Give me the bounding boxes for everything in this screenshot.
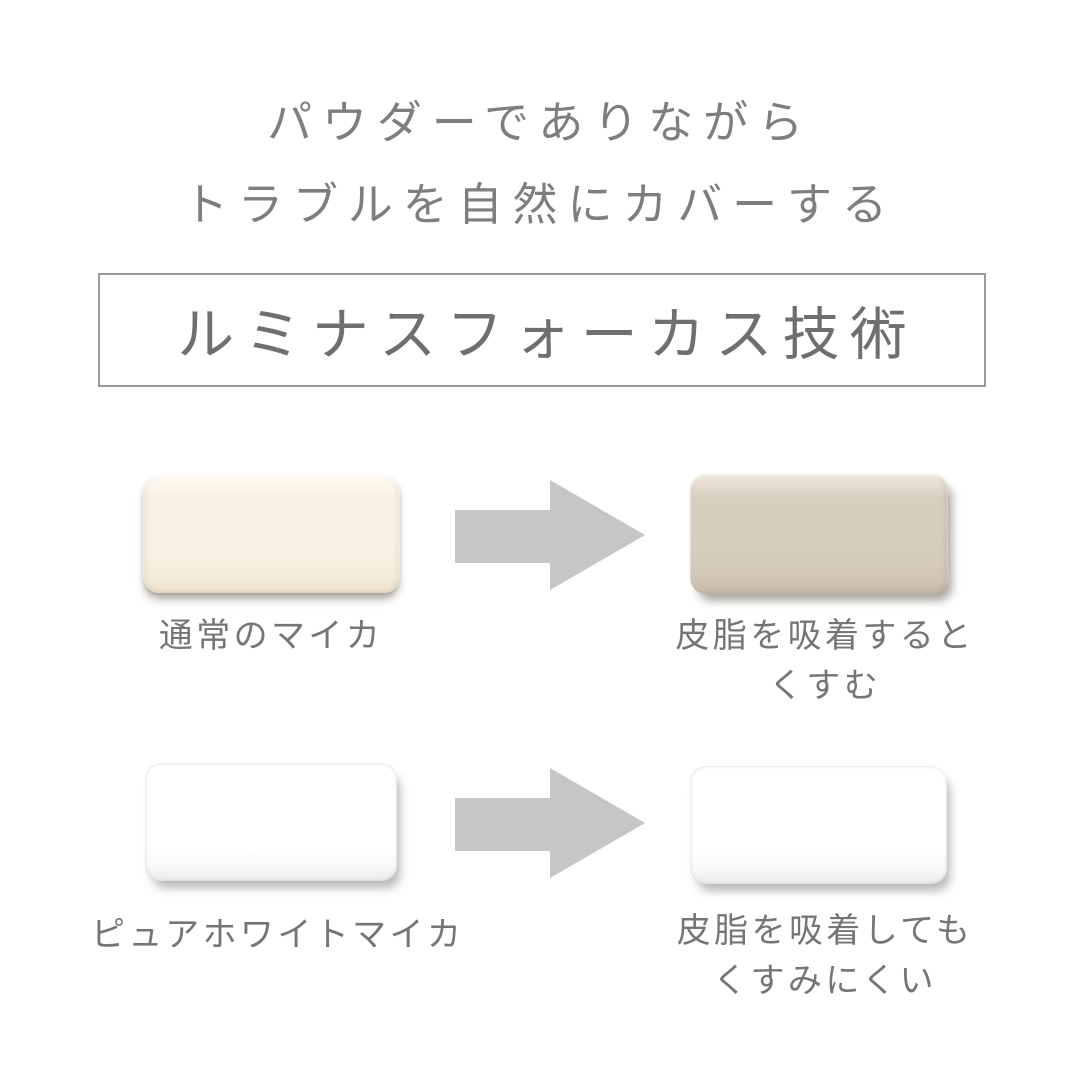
swatch-pure-white-mica xyxy=(145,763,397,881)
label-sebum-not-dulled: 皮脂を吸着しても くすみにくい xyxy=(645,906,1005,1006)
swatch-sebum-not-dulled-mica xyxy=(690,766,947,884)
technology-title: ルミナスフォーカス技術 xyxy=(177,303,918,367)
label-sebum-dulled-line-2: くすむ xyxy=(768,667,882,705)
heading-line-2: トラブルを自然にカバーする xyxy=(183,179,897,230)
swatch-sebum-dulled-mica xyxy=(690,473,948,594)
label-pure-white-mica: ピュアホワイトマイカ xyxy=(91,910,465,960)
label-sebum-dulled-line-1: 皮脂を吸着すると xyxy=(675,617,975,655)
label-pure-white-mica-text: ピュアホワイトマイカ xyxy=(91,916,465,954)
arrow-right-icon xyxy=(455,768,645,878)
label-sebum-not-dulled-line-1: 皮脂を吸着しても xyxy=(676,912,974,950)
label-sebum-not-dulled-line-2: くすみにくい xyxy=(713,962,937,1000)
label-normal-mica: 通常のマイカ xyxy=(91,611,451,661)
label-sebum-dulled: 皮脂を吸着すると くすむ xyxy=(645,611,1005,711)
swatch-normal-mica xyxy=(143,475,400,593)
technology-title-box: ルミナスフォーカス技術 xyxy=(98,273,986,387)
label-normal-mica-text: 通常のマイカ xyxy=(158,617,384,655)
heading-line-1: パウダーでありながら xyxy=(267,97,813,148)
arrow-right-icon xyxy=(455,480,645,590)
